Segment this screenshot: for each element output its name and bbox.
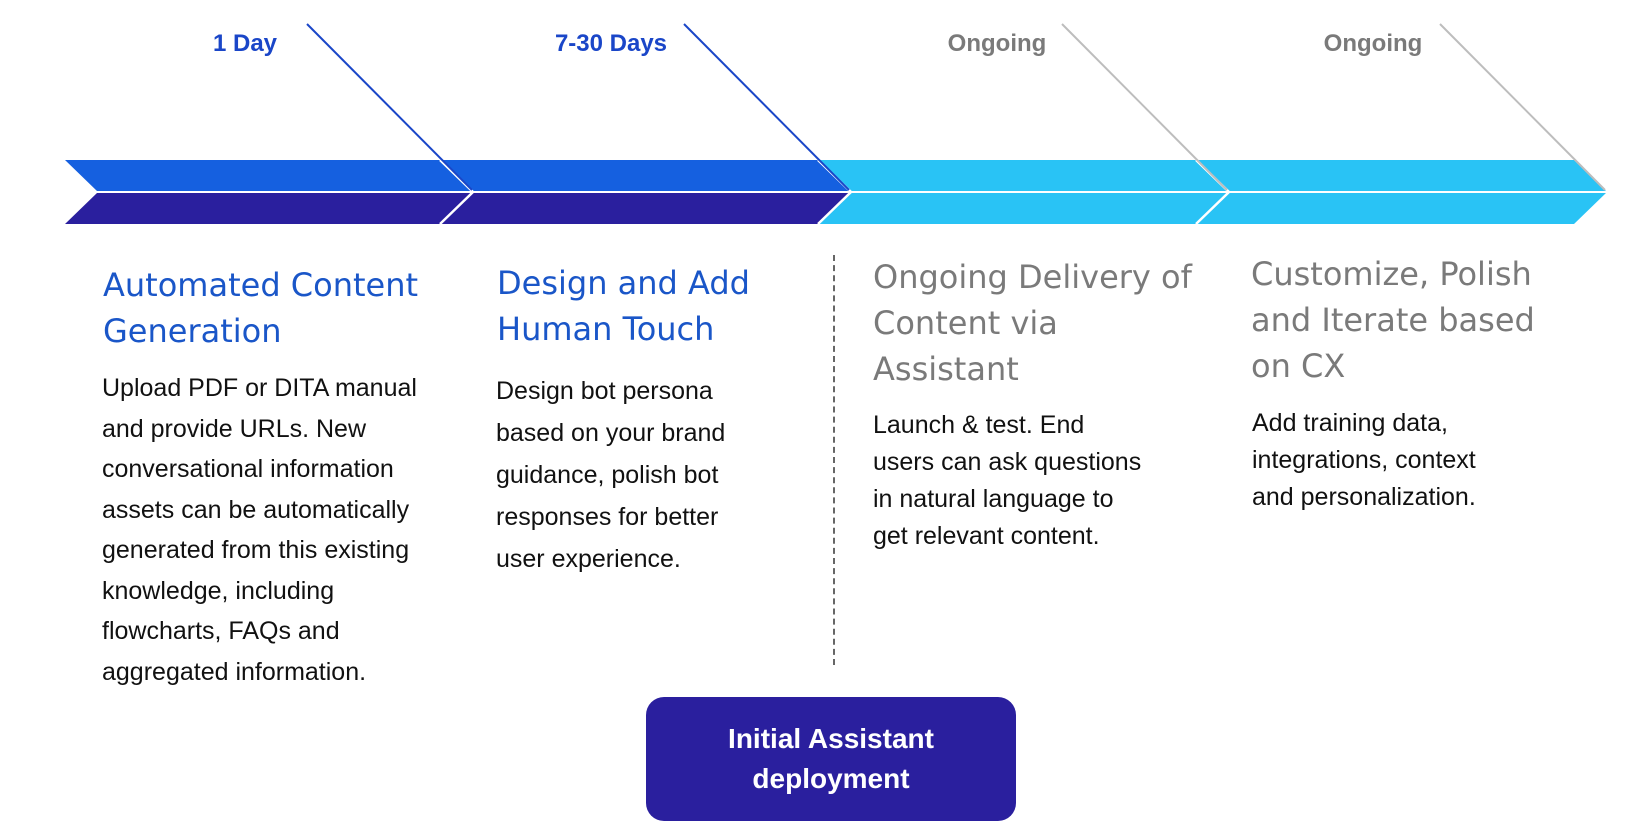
chevron-2-lower [440,192,851,224]
phase-1-duration: 1 Day [212,30,278,57]
phase-3-description: Launch & test. End users can ask questio… [873,411,1142,550]
phase-3-duration: Ongoing [947,30,1047,57]
phase-4-description: Add training data, integrations, context… [1252,409,1476,511]
chevron-4-upper [1196,160,1607,192]
chevron-3-upper [818,160,1229,192]
deployment-divider [833,255,835,665]
phase-3-title: Ongoing Delivery of Content via Assistan… [873,258,1192,388]
phase-2-description: Design bot persona based on your brand g… [496,377,726,573]
chevron-1-upper [65,160,473,192]
chevron-3-lower [818,192,1229,224]
connector-line-1 [306,23,473,191]
phase-1-description: Upload PDF or DITA manual and provide UR… [102,374,417,686]
phase-2-duration: 7-30 Days [554,30,668,57]
chevron-4-lower [1196,192,1607,224]
phase-4-title: Customize, Polish and Iterate based on C… [1251,255,1535,385]
connector-line-3 [1061,23,1228,191]
initial-deployment-box: Initial Assistant deployment [646,697,1016,821]
phase-2-title: Design and Add Human Touch [497,264,750,348]
phase-4-duration: Ongoing [1323,30,1423,57]
chevron-2-upper [440,160,851,192]
connector-line-4 [1439,23,1606,191]
phase-1-title: Automated Content Generation [103,266,419,350]
chevron-1-lower [65,192,473,224]
connector-line-2 [683,23,850,191]
